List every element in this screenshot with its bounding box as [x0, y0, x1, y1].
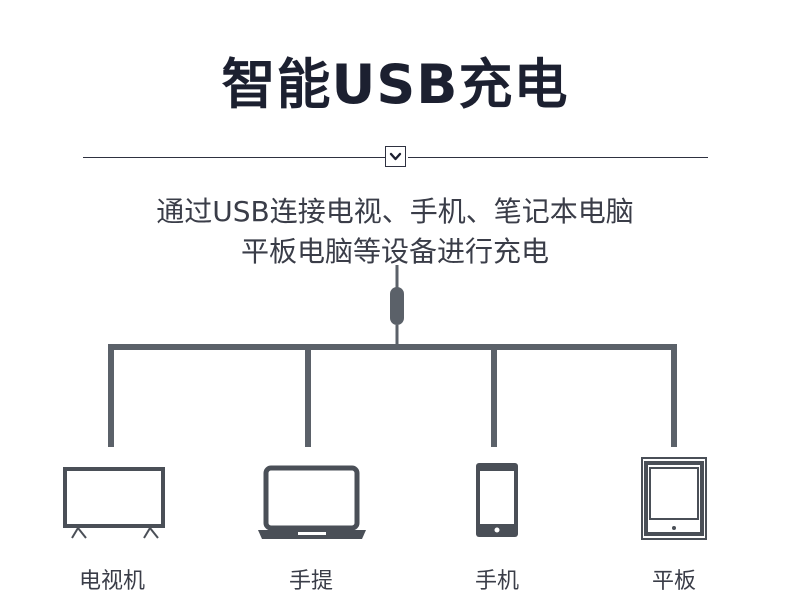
description-line-2: 平板电脑等设备进行充电 [240, 235, 549, 268]
device-label-tablet: 平板 [651, 569, 696, 594]
tablet-icon [641, 457, 707, 540]
device-label-phone: 手机 [474, 569, 519, 594]
page-title: 智能USB充电 [221, 53, 569, 116]
description-line-1: 通过USB连接电视、手机、笔记本电脑 [156, 195, 634, 228]
device-label-laptop: 手提 [288, 569, 333, 594]
usb-plug-icon [390, 265, 404, 347]
laptop-icon [258, 465, 366, 539]
device-label-tv: 电视机 [78, 569, 145, 594]
phone-icon [476, 463, 518, 537]
divider-left [83, 157, 385, 158]
divider-right [408, 157, 708, 158]
chevron-down-icon [385, 146, 406, 167]
tv-icon [63, 467, 165, 539]
